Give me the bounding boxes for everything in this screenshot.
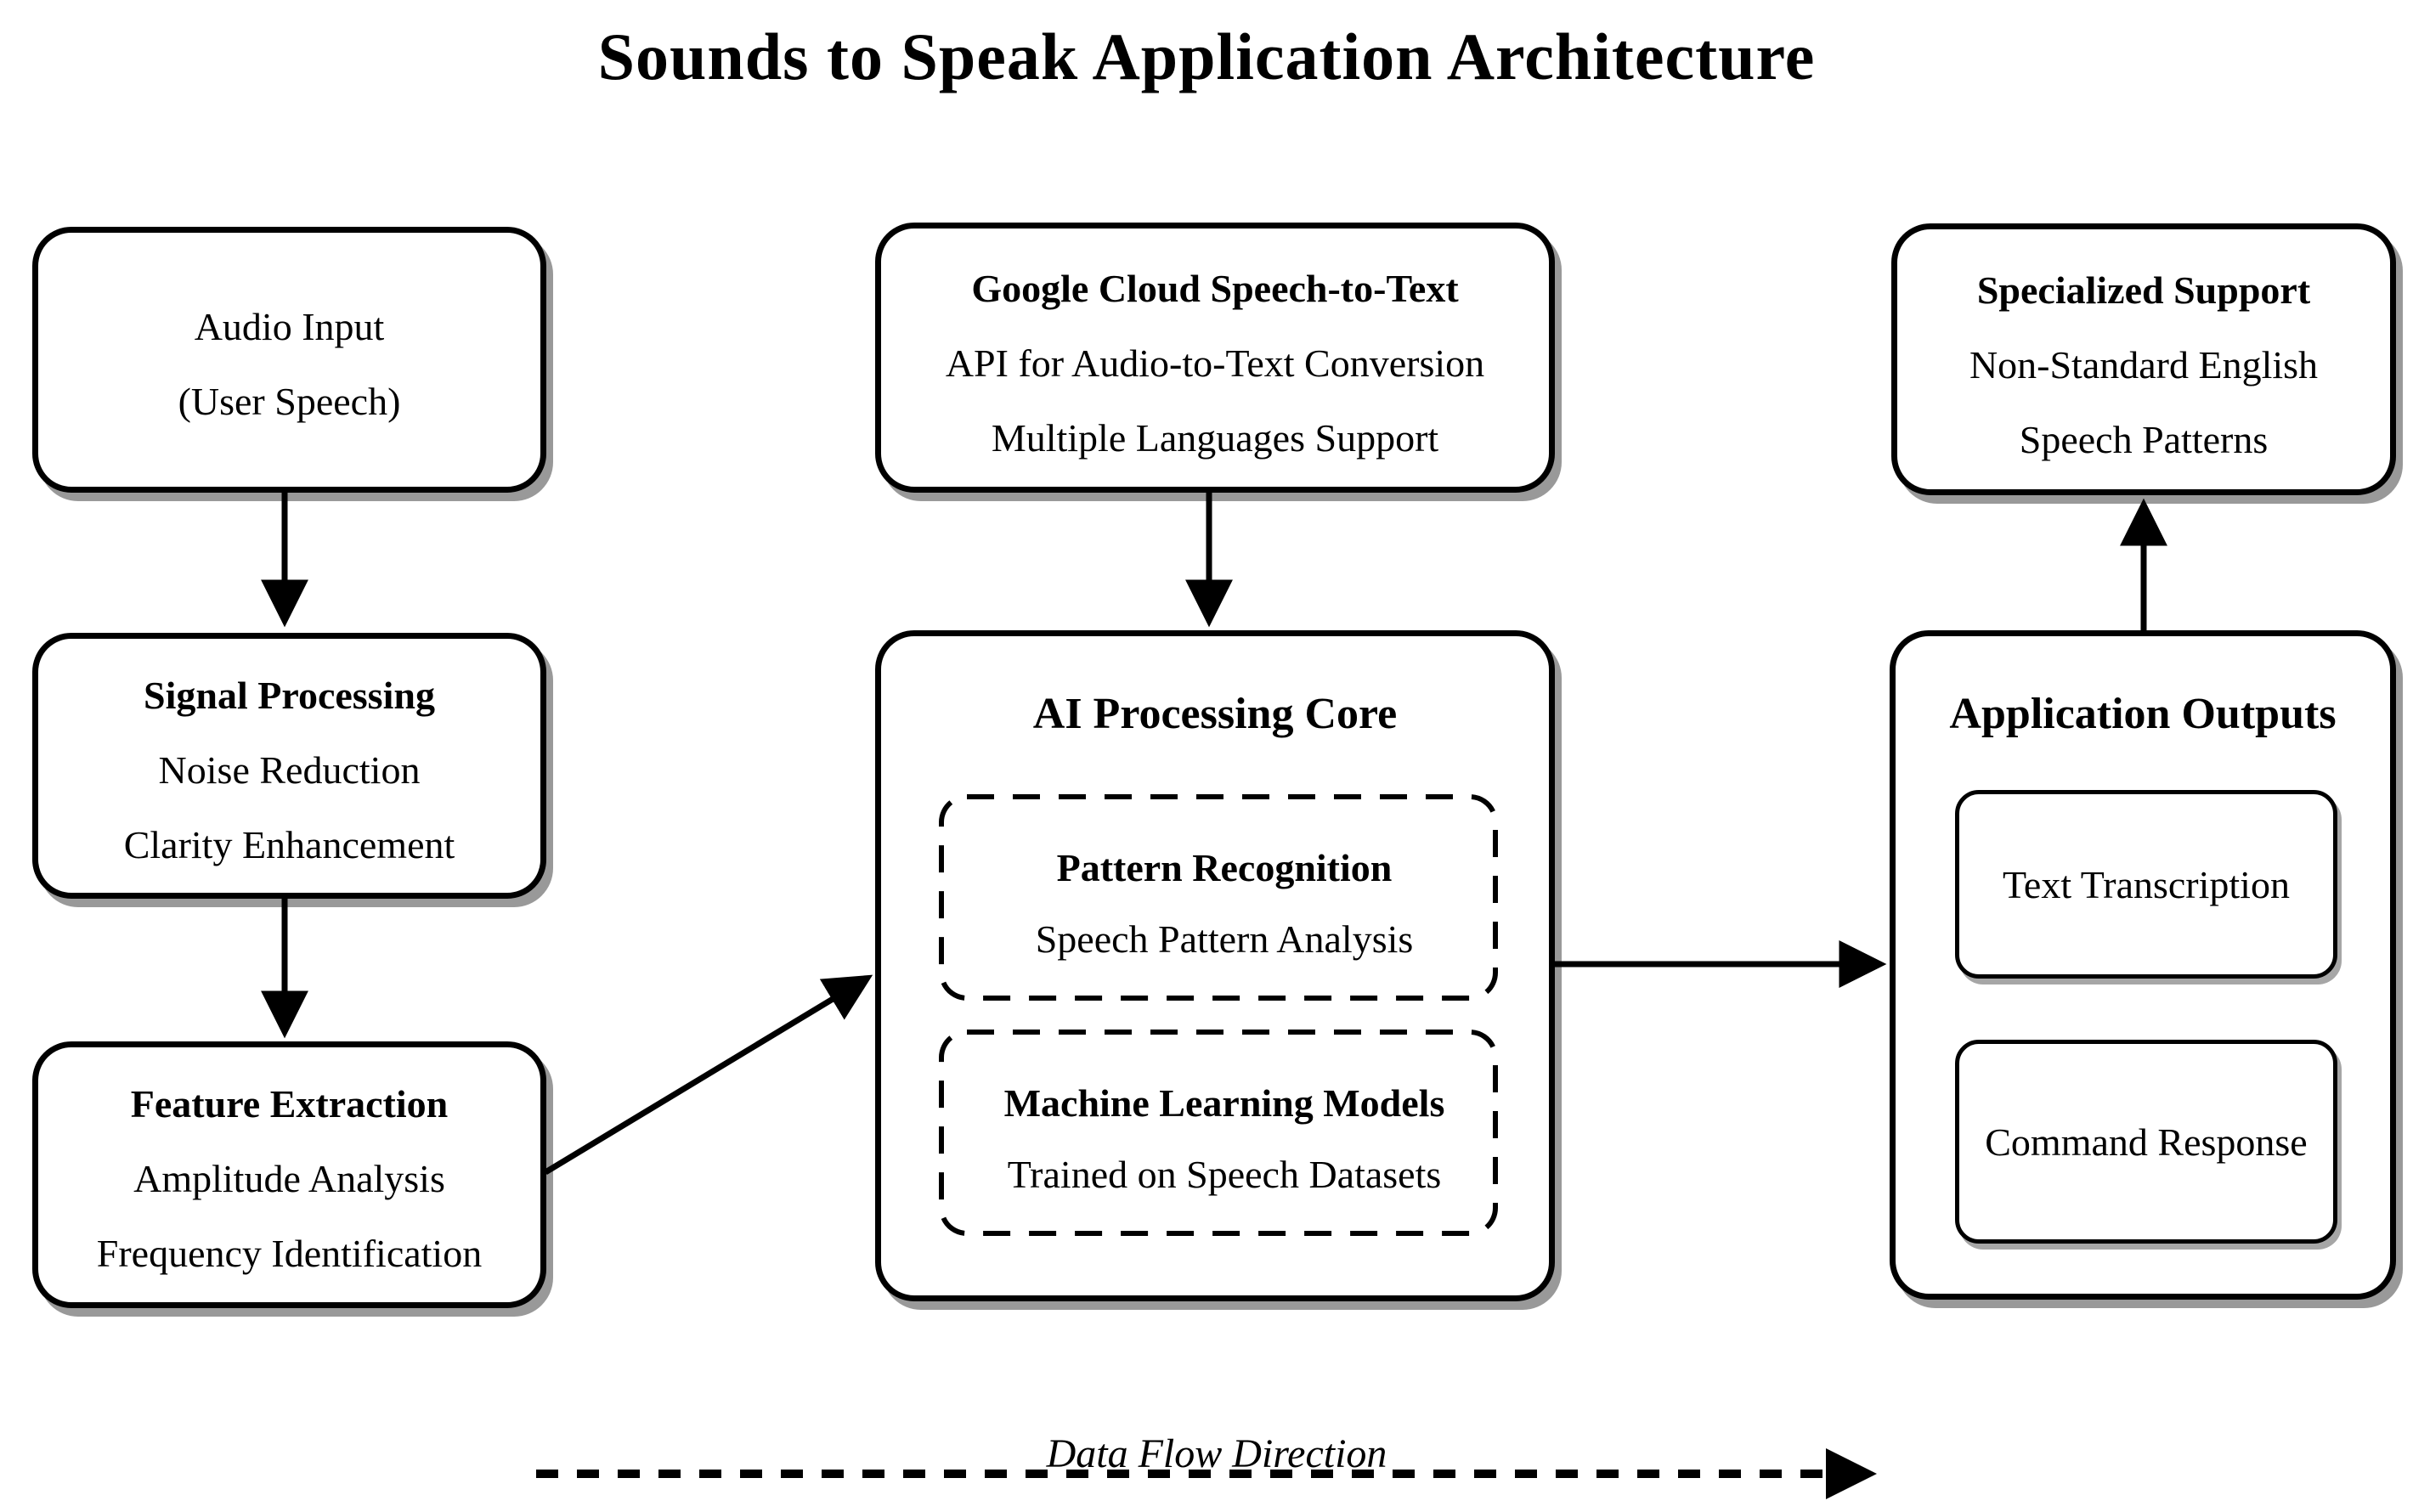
machine-learning-line: Trained on Speech Datasets xyxy=(1007,1152,1442,1196)
output-text-transcription: Text Transcription xyxy=(1955,790,2337,979)
signal-processing-line1: Noise Reduction xyxy=(158,748,421,792)
machine-learning-title: Machine Learning Models xyxy=(1003,1080,1445,1125)
subnode-machine-learning-models: Machine Learning Models Trained on Speec… xyxy=(947,1038,1501,1239)
subnode-pattern-recognition: Pattern Recognition Speech Pattern Analy… xyxy=(947,803,1501,1004)
node-feature-extraction: Feature Extraction Amplitude Analysis Fr… xyxy=(32,1041,546,1308)
node-application-outputs: Application Outputs Text Transcription C… xyxy=(1890,630,2396,1300)
node-signal-processing: Signal Processing Noise Reduction Clarit… xyxy=(32,633,546,899)
node-audio-input: Audio Input (User Speech) xyxy=(32,227,546,493)
node-ai-processing-core: AI Processing Core Pattern Recognition S… xyxy=(875,630,1555,1301)
signal-processing-title: Signal Processing xyxy=(144,673,435,717)
feature-extraction-line1: Amplitude Analysis xyxy=(133,1157,445,1200)
diagram-title: Sounds to Speak Application Architecture xyxy=(597,20,1816,93)
feature-extraction-line2: Frequency Identification xyxy=(96,1232,483,1275)
signal-processing-line2: Clarity Enhancement xyxy=(123,822,455,866)
ai-core-title: AI Processing Core xyxy=(1032,690,1398,738)
application-outputs-title: Application Outputs xyxy=(1949,690,2337,738)
google-cloud-line1: API for Audio-to-Text Conversion xyxy=(945,341,1485,385)
google-cloud-line2: Multiple Languages Support xyxy=(991,416,1439,460)
audio-input-subline: (User Speech) xyxy=(178,379,401,423)
pattern-recognition-title: Pattern Recognition xyxy=(1056,845,1393,889)
specialized-support-line2: Speech Patterns xyxy=(2019,418,2269,461)
feature-extraction-title: Feature Extraction xyxy=(130,1082,449,1126)
audio-input-line: Audio Input xyxy=(194,304,385,348)
specialized-support-line1: Non-Standard English xyxy=(1969,343,2319,386)
node-google-cloud-speech-to-text: Google Cloud Speech-to-Text API for Audi… xyxy=(875,223,1555,493)
google-cloud-title: Google Cloud Speech-to-Text xyxy=(971,267,1459,310)
output-command-response: Command Response xyxy=(1955,1040,2337,1244)
data-flow-label: Data Flow Direction xyxy=(1046,1431,1387,1476)
node-specialized-support: Specialized Support Non-Standard English… xyxy=(1891,223,2396,495)
pattern-recognition-line: Speech Pattern Analysis xyxy=(1035,917,1414,961)
specialized-support-title: Specialized Support xyxy=(1976,268,2311,312)
arrow-feature-to-ai-core xyxy=(544,974,873,1175)
